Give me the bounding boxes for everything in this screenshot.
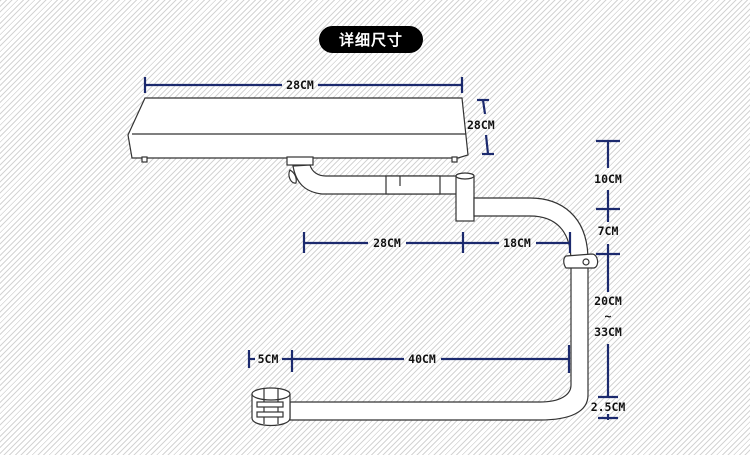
vertical-tube xyxy=(289,197,599,421)
label-bottom-length: 40CM xyxy=(408,352,436,366)
dimension-labels: 28CM 28CM 28CM 18CM 10CM 7CM 20CM ~ 33CM… xyxy=(258,78,626,414)
label-tray-width: 28CM xyxy=(286,78,314,92)
dimension-lines xyxy=(143,77,620,420)
label-height-separator: ~ xyxy=(605,309,612,323)
label-tray-depth: 28CM xyxy=(467,118,495,132)
dim-bottom xyxy=(247,345,571,373)
label-height-max: 33CM xyxy=(594,325,622,339)
label-arm-offset: 18CM xyxy=(503,236,531,250)
dim-arm xyxy=(302,232,572,253)
dim-vertical xyxy=(596,139,620,420)
dim-tray-depth xyxy=(477,98,494,156)
title-text: 详细尺寸 xyxy=(338,31,403,49)
product-drawing xyxy=(127,97,599,427)
title-badge: 详细尺寸 xyxy=(319,26,423,53)
tray xyxy=(127,97,469,163)
dim-tray-width xyxy=(143,77,464,93)
clamp xyxy=(251,387,291,427)
label-clamp-gap: 2.5CM xyxy=(591,400,626,414)
label-vertical-mid: 7CM xyxy=(598,224,619,238)
label-height-min: 20CM xyxy=(594,294,622,308)
label-arm-length: 28CM xyxy=(373,236,401,250)
label-vertical-top: 10CM xyxy=(594,172,622,186)
label-clamp-width: 5CM xyxy=(258,352,279,366)
upper-arm xyxy=(286,156,475,222)
